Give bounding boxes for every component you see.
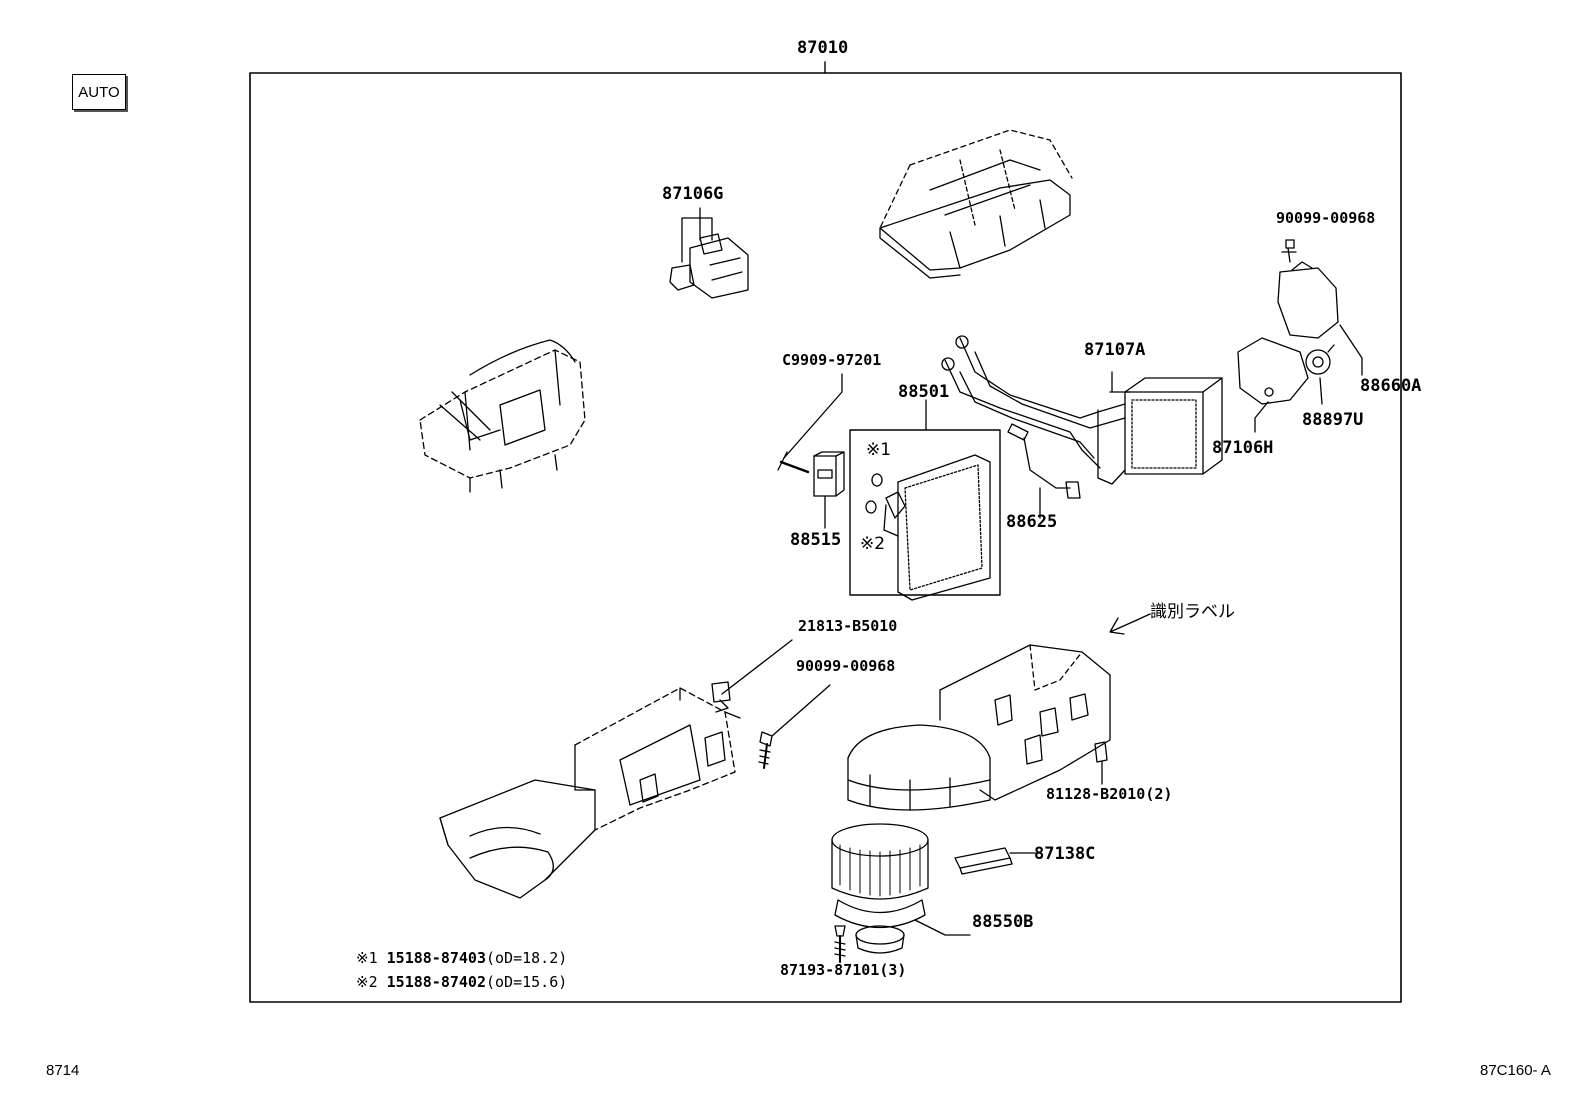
note-mark-1: ※1	[866, 440, 892, 460]
callout-87107A: 87107A	[1084, 340, 1146, 360]
clip-81128	[1094, 741, 1108, 785]
footnote-1: ※1 15188-87403(oD=18.2)	[356, 948, 567, 968]
callout-88550B: 88550B	[972, 912, 1034, 932]
blower-motor-88550B	[831, 823, 971, 954]
thermistor-88625	[1007, 423, 1081, 519]
callout-87106H: 87106H	[1212, 438, 1274, 458]
damper-servo-87106G	[669, 207, 749, 299]
footnote-1-spec: (oD=18.2)	[485, 949, 568, 967]
right-servo-cluster	[1237, 239, 1363, 433]
figure-code: 87C160- A	[1480, 1062, 1551, 1079]
callout-bolt: C9909-97201	[782, 351, 882, 369]
grommet-and-screw-left	[711, 639, 831, 769]
expansion-valve-88515	[777, 373, 845, 529]
callout-88897U: 88897U	[1302, 410, 1364, 430]
callout-grommet: 21813-B5010	[798, 617, 898, 635]
callout-screw-mid: 90099-00968	[796, 657, 896, 675]
callout-88501: 88501	[898, 382, 950, 402]
callout-clip: 81128-B2010(2)	[1046, 785, 1173, 803]
callout-88625: 88625	[1006, 512, 1058, 532]
upper-duct-housing	[879, 129, 1073, 279]
callout-87106G: 87106G	[662, 184, 724, 204]
footnote-2: ※2 15188-87402(oD=15.6)	[356, 972, 567, 992]
callout-88515: 88515	[790, 530, 842, 550]
evaporator-88501	[849, 399, 1001, 601]
lower-left-housing	[439, 687, 741, 899]
assembly-part-number: 87010	[797, 38, 849, 58]
footnote-2-mark: ※2	[356, 973, 378, 991]
callout-87138C: 87138C	[1034, 844, 1096, 864]
footnote-2-spec: (oD=15.6)	[485, 973, 568, 991]
heater-core-87107A	[941, 335, 1223, 485]
callout-screw-bottom: 87193-87101(3)	[780, 961, 907, 979]
callout-screw-top-right: 90099-00968	[1276, 209, 1376, 227]
left-housing-module	[419, 339, 586, 493]
callout-88660A: 88660A	[1360, 376, 1422, 396]
screw-87193	[834, 925, 846, 963]
id-label-arrow	[1109, 613, 1151, 635]
footnote-1-mark: ※1	[356, 949, 378, 967]
blower-case	[847, 644, 1111, 811]
id-label-text: 識別ラベル	[1150, 602, 1235, 622]
note-mark-2: ※2	[860, 534, 886, 554]
footnote-2-part: 15188-87402	[386, 973, 486, 991]
resistor-87138C	[954, 847, 1041, 875]
footnote-1-part: 15188-87403	[386, 949, 486, 967]
auto-badge: AUTO	[72, 74, 126, 110]
page-code: 8714	[46, 1062, 80, 1079]
